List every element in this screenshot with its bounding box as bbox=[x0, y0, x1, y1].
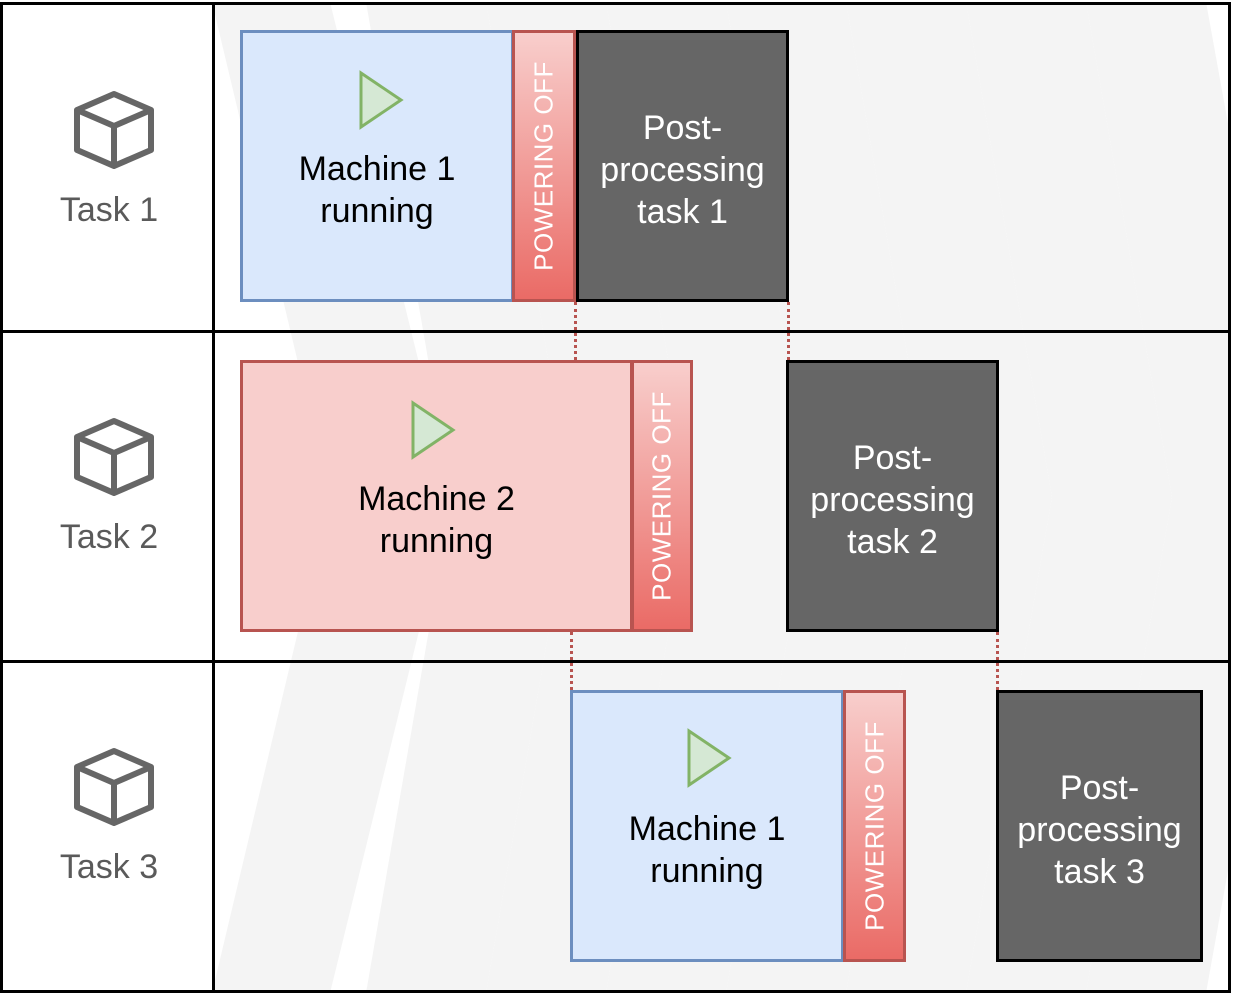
post-processing-block: Post- processing task 2 bbox=[786, 360, 999, 632]
powering-off-label: POWERING OFF bbox=[528, 61, 559, 271]
powering-off-block: POWERING OFF bbox=[631, 360, 693, 632]
task-label-cell: Task 3 bbox=[3, 660, 215, 990]
cube-icon bbox=[74, 748, 154, 826]
post-processing-label-line: Post- bbox=[852, 439, 933, 477]
cube-icon bbox=[74, 418, 154, 496]
machine-label-line: Machine 1 bbox=[628, 810, 786, 848]
powering-off-label: POWERING OFF bbox=[859, 721, 889, 931]
post-processing-label-line: task 2 bbox=[847, 523, 938, 561]
post-processing-label-line: processing bbox=[1017, 811, 1182, 849]
machine-running-block: Machine 2 running bbox=[240, 360, 633, 632]
post-processing-label-line: processing bbox=[600, 151, 765, 189]
dependency-link bbox=[787, 302, 790, 360]
play-icon bbox=[359, 70, 404, 130]
dependency-link bbox=[996, 632, 999, 690]
powering-off-label: POWERING OFF bbox=[646, 391, 677, 601]
post-processing-label-line: Post- bbox=[1059, 769, 1140, 807]
machine-running-block: Machine 1 running bbox=[570, 690, 844, 962]
powering-off-block: POWERING OFF bbox=[512, 30, 576, 302]
machine-label-line: running bbox=[379, 522, 494, 560]
task-row-2: Task 2 bbox=[0, 330, 1231, 663]
machine-label-line: running bbox=[650, 852, 764, 890]
machine-label-line: Machine 1 bbox=[298, 150, 456, 188]
post-processing-block: Post- processing task 1 bbox=[576, 30, 789, 302]
dependency-link bbox=[570, 632, 573, 690]
post-processing-label-line: processing bbox=[810, 481, 975, 519]
task-label: Task 2 bbox=[59, 518, 159, 556]
play-icon bbox=[411, 400, 456, 460]
post-processing-label-line: Post- bbox=[642, 109, 723, 147]
cube-icon bbox=[74, 91, 154, 169]
task-label-cell: Task 1 bbox=[3, 2, 215, 333]
machine-running-block: Machine 1 running bbox=[240, 30, 514, 302]
powering-off-block: POWERING OFF bbox=[843, 690, 906, 962]
machine-label-line: Machine 2 bbox=[358, 480, 515, 518]
post-processing-label-line: task 3 bbox=[1054, 853, 1145, 891]
task-label-cell: Task 2 bbox=[3, 330, 215, 660]
task-row-1: Task 1 bbox=[0, 2, 1231, 333]
machine-label-line: running bbox=[320, 192, 434, 230]
task-row-3: Task 3 bbox=[0, 660, 1231, 993]
post-processing-label-line: task 1 bbox=[637, 193, 728, 231]
task-label: Task 3 bbox=[59, 848, 159, 886]
task-label: Task 1 bbox=[59, 191, 159, 229]
dependency-link bbox=[574, 302, 577, 360]
post-processing-block: Post- processing task 3 bbox=[996, 690, 1203, 962]
play-icon bbox=[687, 728, 732, 788]
